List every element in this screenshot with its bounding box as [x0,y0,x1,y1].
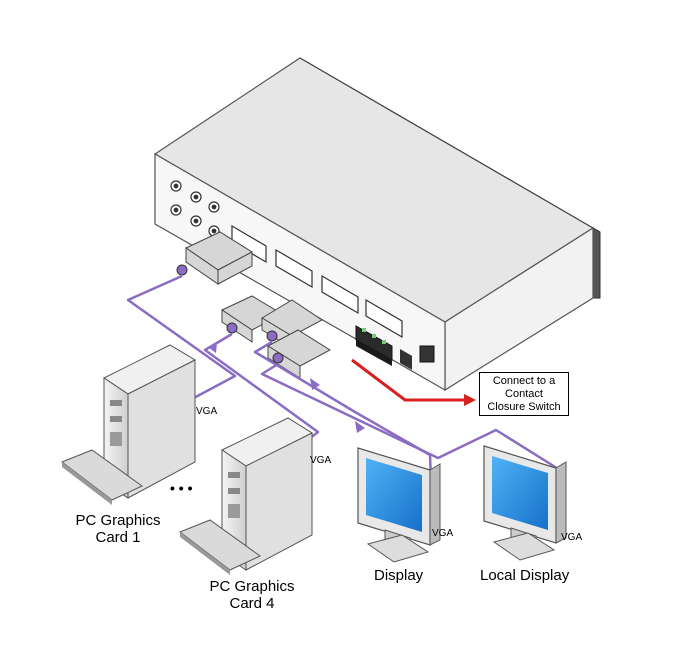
local-display-screen [492,456,548,530]
callout-line3: Closure Switch [487,401,561,413]
dip-switch [400,348,412,370]
vga-switcher-device [153,57,601,392]
label-display: Display [374,567,424,584]
keyboard-4 [178,519,261,571]
vga-label-display: VGA [432,528,454,539]
plugged-vga-connectors [176,231,331,379]
pc-graphics-card-4 [178,417,314,575]
power-jack [419,345,435,363]
pc4-label-line2: Card 4 [229,595,275,613]
contact-closure-callout: Connect to a Contact Closure Switch [479,372,569,416]
pc1-label-line1: PC Graphics [75,512,161,529]
callout-line1: Connect to a [492,375,556,387]
label-pc-graphics-card-1: PC Graphics Card 1 [62,512,174,547]
pc4-label-line1: PC Graphics [209,578,295,595]
callout-line2: Contact [505,388,543,400]
audio-jacks [170,180,220,237]
vga-label-pc1: VGA [196,406,218,417]
cable-pc1 [126,274,237,402]
display-screen [366,458,422,532]
display-monitor [357,447,441,563]
local-display-monitor [483,445,567,561]
contact-closure-arrow [351,358,476,406]
vga-label-local-display: VGA [561,532,583,543]
ellipsis: • • • [170,480,193,496]
label-local-display: Local Display [480,567,570,584]
pc-graphics-card-1 [60,344,197,505]
vga-ports [231,224,403,339]
cable-arrows [208,342,365,433]
pc1-label-line2: Card 1 [95,529,141,547]
vga-label-pc4: VGA [310,455,332,466]
label-pc-graphics-card-4: PC Graphics Card 4 [196,578,308,613]
contact-closure-terminal [355,325,393,366]
